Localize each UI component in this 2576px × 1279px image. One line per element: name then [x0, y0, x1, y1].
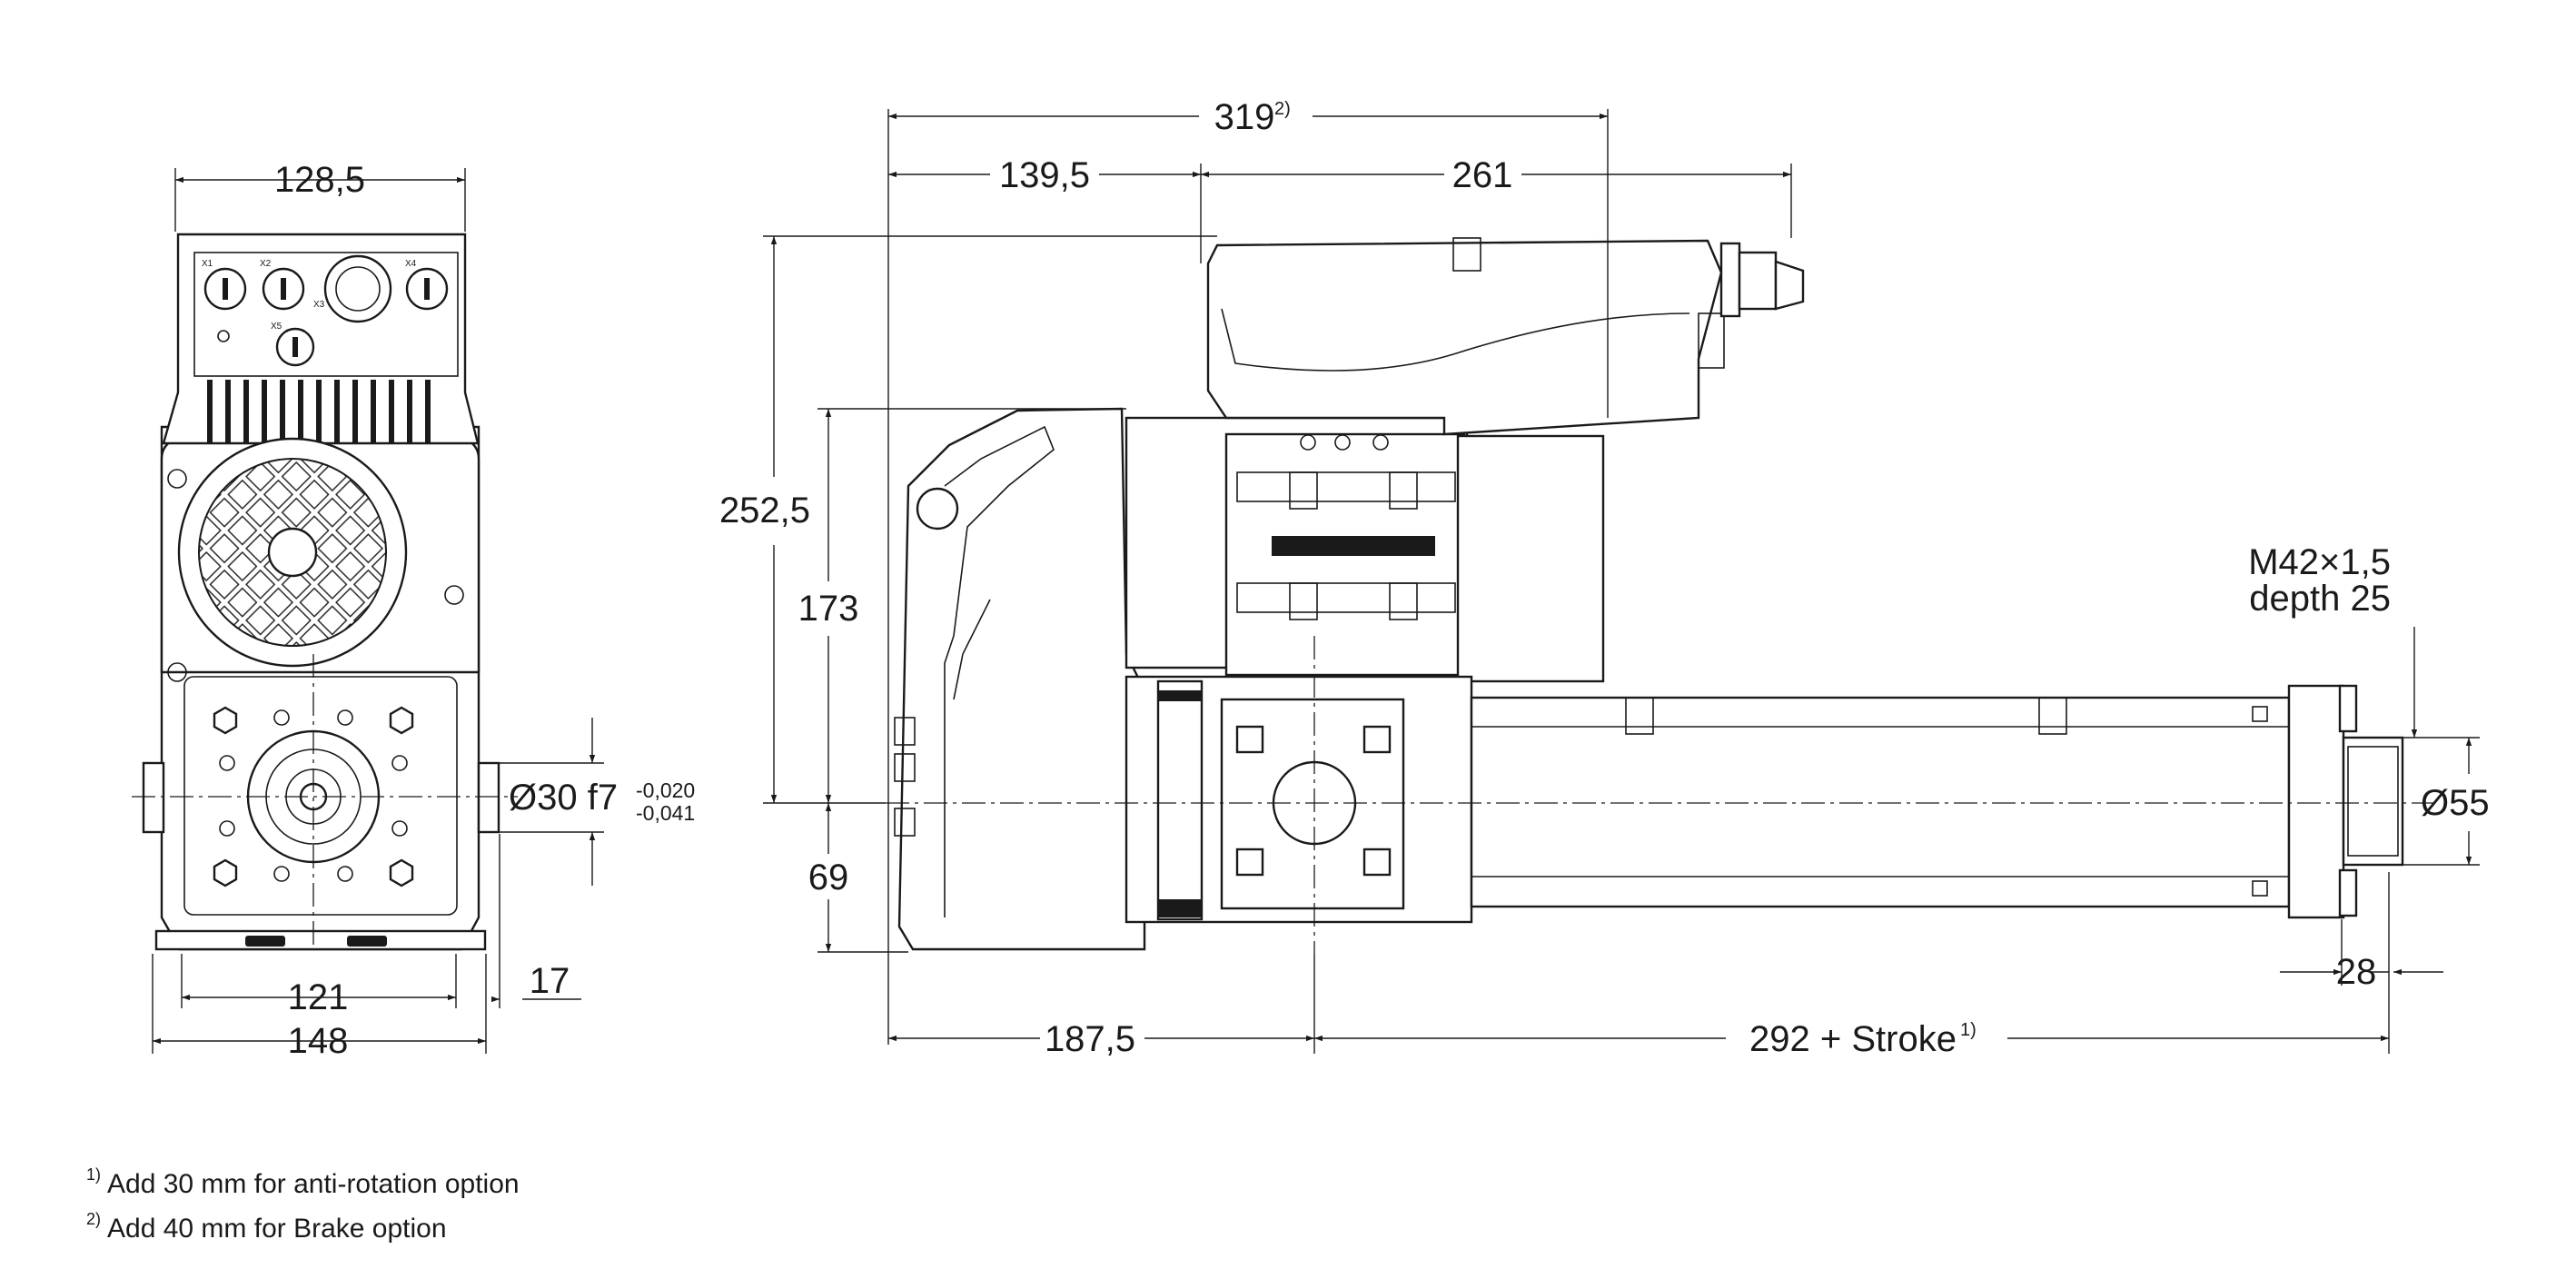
front-view: [132, 233, 518, 951]
terminal-label-x3: X3: [313, 300, 325, 310]
terminal-box: [1206, 239, 1723, 436]
footnotes: 1) Add 30 mm for anti-rotation option 2)…: [86, 1165, 520, 1244]
dim-rod-diameter: Ø55: [2421, 783, 2490, 823]
cable-gland-side: [1719, 242, 1805, 318]
dim-front-top-width: 128,5: [274, 160, 365, 200]
dim-shaft-tol-upper: -0,020: [636, 778, 695, 802]
dim-thread-depth: depth 25: [2249, 579, 2391, 619]
dim-shaft-diameter: Ø30 f7: [509, 778, 618, 818]
dim-side-upper-height: 173: [798, 589, 859, 629]
piston-rod: [2342, 736, 2404, 867]
motor-ribs: [1236, 434, 1456, 620]
footnote-1-mark: 1): [86, 1165, 101, 1184]
end-block: [2287, 684, 2345, 919]
dim-side-stroke-length: 292 + Stroke: [1749, 1019, 1957, 1059]
dim-side-stroke-note: 1): [1960, 1020, 1977, 1040]
terminal-label-x5: X5: [271, 322, 282, 332]
terminal-label-x2: X2: [260, 259, 272, 269]
dimension-labels: 128,5 121 148 17 Ø30 f7 -0,020 -0,041 31…: [274, 97, 2490, 1061]
terminal-label-x1: X1: [202, 259, 213, 269]
dim-side-lower-height: 69: [808, 858, 849, 897]
dimension-lines: [152, 109, 2480, 1054]
dim-side-total-length: 319: [1214, 97, 1275, 137]
dim-thread-spec: M42×1,5: [2248, 542, 2391, 582]
footnote-2-text: Add 40 mm for Brake option: [107, 1214, 447, 1244]
dim-side-motor-length: 261: [1452, 155, 1513, 195]
dim-shaft-tol-lower: -0,041: [636, 801, 695, 825]
dim-front-offset: 17: [530, 961, 570, 1001]
dim-front-total-width: 148: [288, 1021, 349, 1061]
footnote-1-text: Add 30 mm for anti-rotation option: [107, 1169, 520, 1199]
cable-glands: [203, 254, 449, 367]
actuator-tube: [1470, 696, 2291, 908]
footnote-2-mark: 2): [86, 1210, 101, 1228]
terminal-label-x4: X4: [405, 259, 417, 269]
terminal-markings: X1 X2 X3 X4 X5: [202, 259, 417, 332]
dim-side-total-height: 252,5: [719, 491, 810, 530]
rear-gear-housing: [897, 407, 1146, 951]
cooling-fins: [207, 380, 431, 443]
dim-side-rear-to-axis: 187,5: [1045, 1019, 1135, 1059]
dim-side-total-length-note: 2): [1274, 99, 1291, 119]
side-view: [886, 237, 2434, 954]
dim-rod-end-length: 28: [2336, 952, 2377, 992]
dim-front-inner-width: 121: [288, 977, 349, 1017]
dim-side-rear-length: 139,5: [999, 155, 1090, 195]
